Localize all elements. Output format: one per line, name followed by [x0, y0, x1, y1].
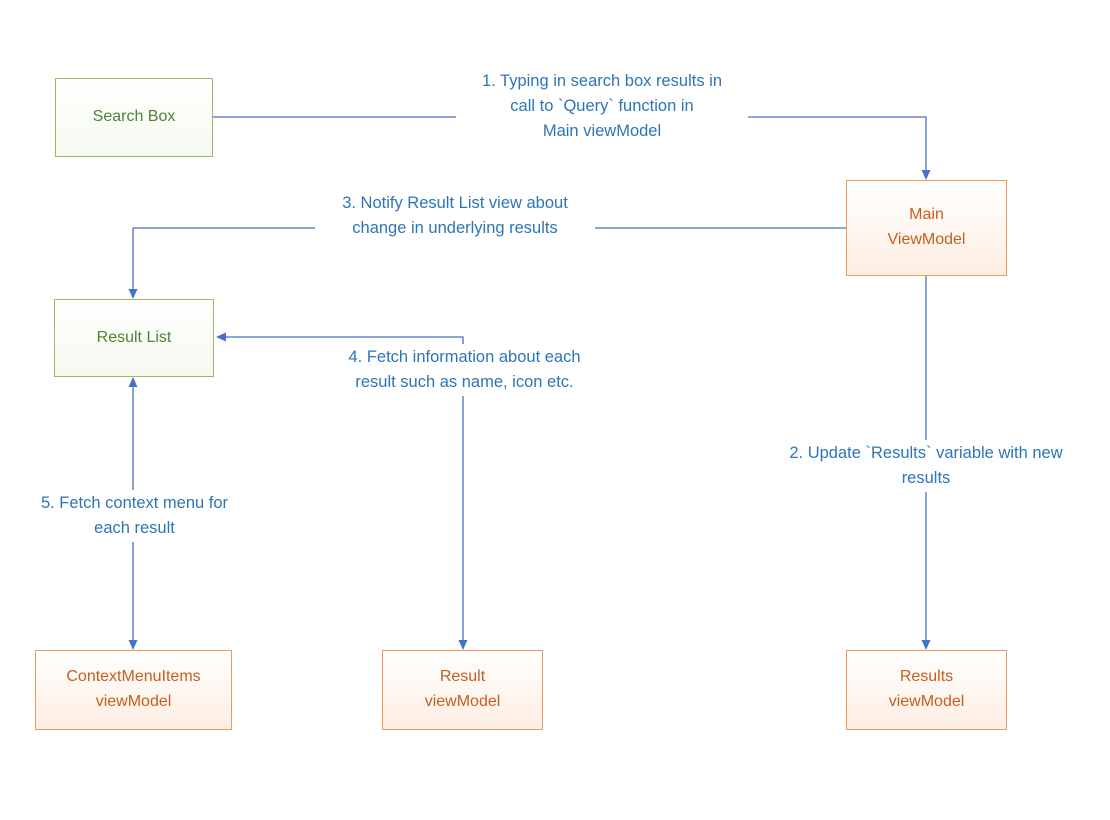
arrow-step4 [226, 336, 464, 640]
node-result-viewmodel: Result viewModel [382, 650, 543, 730]
arrowhead-step3 [128, 289, 138, 299]
node-results-viewmodel: Results viewModel [846, 650, 1007, 730]
annotation-step4: 4. Fetch information about each result s… [322, 344, 607, 396]
arrowhead-step5-down [128, 640, 138, 650]
arrow-step1 [213, 116, 927, 176]
node-main-viewmodel: Main ViewModel [846, 180, 1007, 276]
annotation-step5: 5. Fetch context menu for each result [17, 490, 252, 542]
node-result-list: Result List [54, 299, 214, 377]
arrowhead-step4-left [216, 332, 226, 342]
node-contextmenuitems-viewmodel: ContextMenuItems viewModel [35, 650, 232, 730]
annotation-step2: 2. Update `Results` variable with new re… [761, 440, 1091, 492]
node-search-box: Search Box [55, 78, 213, 157]
arrow-step3 [132, 227, 846, 289]
annotation-step1: 1. Typing in search box results in call … [456, 68, 748, 145]
arrowhead-step2 [921, 640, 931, 650]
arrowhead-step4-down [458, 640, 468, 650]
arrowhead-step5-up [128, 377, 138, 387]
annotation-step3: 3. Notify Result List view about change … [315, 190, 595, 242]
arrowhead-step1 [921, 170, 931, 180]
